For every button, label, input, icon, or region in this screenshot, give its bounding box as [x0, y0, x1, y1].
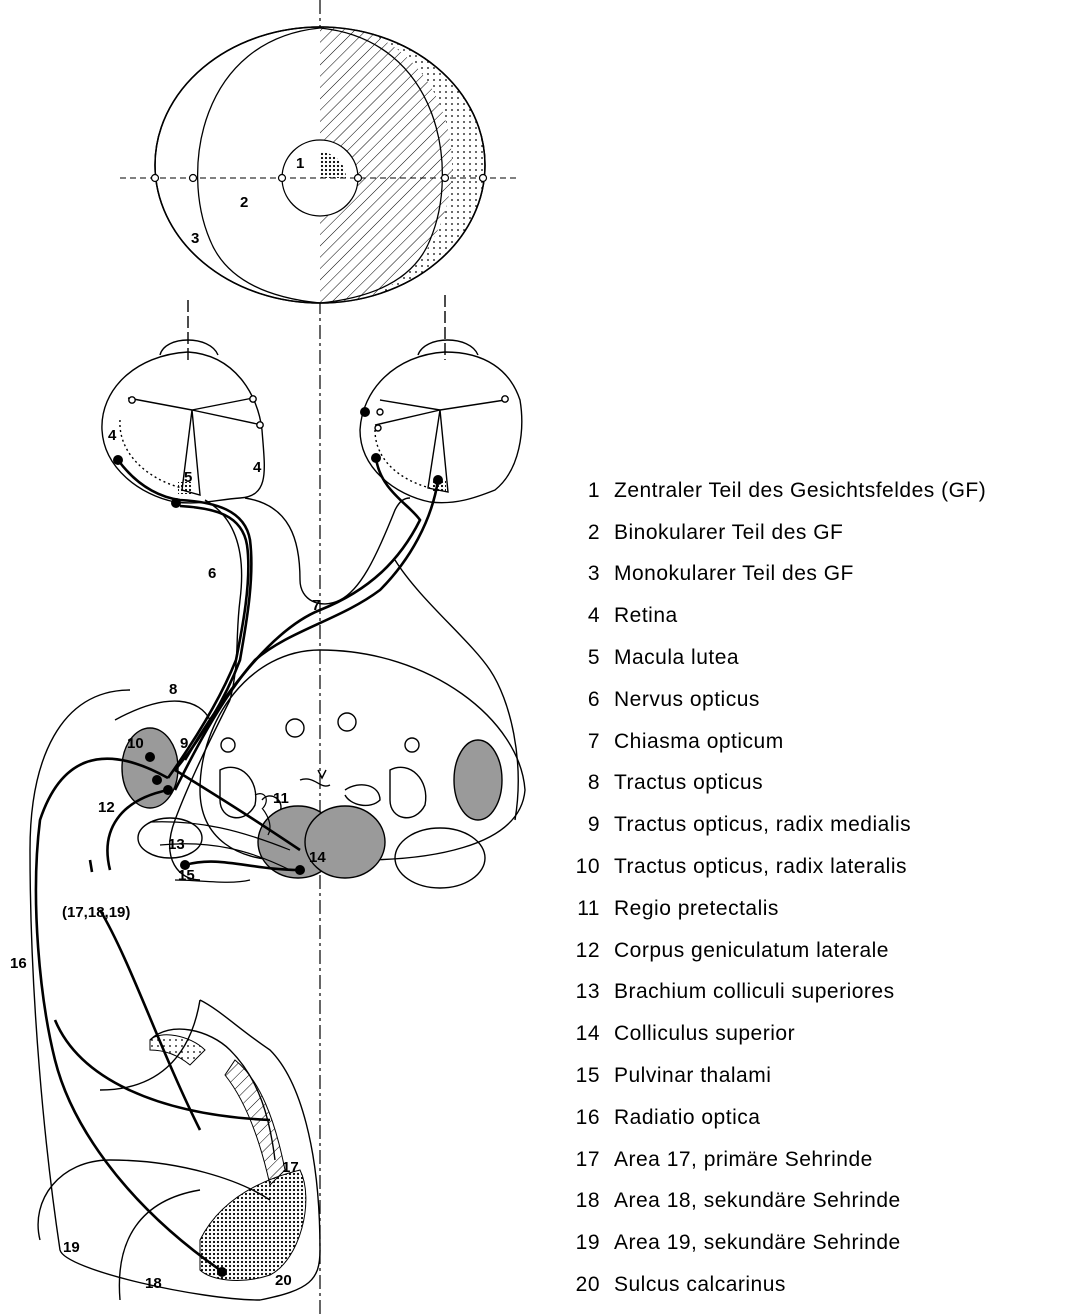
lateral-geniculate-right: [454, 740, 502, 820]
legend-number: 17: [566, 1148, 614, 1172]
label-8: 8: [169, 681, 177, 698]
diagram-labels: 1 2 3 4 4 5 6 7 8 9 10 11 12 13 14 15 (1…: [10, 155, 326, 1292]
optic-fibers: [36, 458, 438, 1270]
label-14: 14: [309, 849, 326, 866]
legend-text: Area 17, primäre Sehrinde: [614, 1148, 873, 1172]
label-4-left: 4: [108, 427, 117, 444]
legend-number: 2: [566, 521, 614, 545]
colliculus-superior-right: [305, 806, 385, 878]
legend-number: 10: [566, 855, 614, 879]
legend-number: 12: [566, 939, 614, 963]
legend-text: Area 19, sekundäre Sehrinde: [614, 1231, 901, 1255]
label-3: 3: [191, 230, 199, 247]
legend-text: Retina: [614, 604, 678, 628]
legend-text: Corpus geniculatum laterale: [614, 939, 889, 963]
legend-number: 13: [566, 980, 614, 1004]
visual-field: [120, 27, 520, 303]
label-13: 13: [168, 836, 185, 853]
legend-number: 19: [566, 1231, 614, 1255]
label-4-right: 4: [253, 459, 262, 476]
label-7: 7: [312, 597, 320, 614]
legend-text: Colliculus superior: [614, 1022, 795, 1046]
legend-number: 8: [566, 771, 614, 795]
label-projection: (17,18,19): [62, 904, 130, 921]
legend-number: 16: [566, 1106, 614, 1130]
legend-number: 18: [566, 1189, 614, 1213]
legend-number: 11: [566, 897, 614, 921]
legend-text: Tractus opticus: [614, 771, 763, 795]
label-6: 6: [208, 565, 216, 582]
legend-text: Area 18, sekundäre Sehrinde: [614, 1189, 901, 1213]
legend-text: Chiasma opticum: [614, 730, 784, 754]
label-17: 17: [282, 1159, 299, 1176]
label-9: 9: [180, 735, 188, 752]
label-18: 18: [145, 1275, 162, 1292]
legend-text: Regio pretectalis: [614, 897, 779, 921]
legend-number: 4: [566, 604, 614, 628]
legend-number: 9: [566, 813, 614, 837]
label-20: 20: [275, 1272, 292, 1289]
legend-text: Brachium colliculi superiores: [614, 980, 895, 1004]
legend-text: Sulcus calcarinus: [614, 1273, 786, 1297]
legend-number: 3: [566, 562, 614, 586]
label-10: 10: [127, 735, 144, 752]
label-1: 1: [296, 155, 304, 172]
legend-number: 20: [566, 1273, 614, 1297]
area-17-lower: [200, 1170, 306, 1280]
label-5: 5: [184, 469, 192, 486]
label-15: 15: [178, 867, 195, 884]
label-11: 11: [273, 790, 289, 807]
visual-pathway-diagram: 1 2 3 4 4 5 6 7 8 9 10 11 12 13 14 15 (1…: [0, 0, 560, 1314]
legend-number: 5: [566, 646, 614, 670]
legend-text: Radiatio optica: [614, 1106, 760, 1130]
legend-number: 15: [566, 1064, 614, 1088]
label-16: 16: [10, 955, 27, 972]
label-12: 12: [98, 799, 115, 816]
legend-text: Monokularer Teil des GF: [614, 562, 854, 586]
legend-number: 14: [566, 1022, 614, 1046]
area-18-hatched: [225, 1060, 285, 1185]
legend-text: Tractus opticus, radix medialis: [614, 813, 911, 837]
legend-text: Nervus opticus: [614, 688, 760, 712]
label-2: 2: [240, 194, 248, 211]
legend-text: Tractus opticus, radix lateralis: [614, 855, 907, 879]
eye-right: [360, 295, 522, 503]
legend-text: Macula lutea: [614, 646, 739, 670]
legend-text: Zentraler Teil des Gesichtsfeldes (GF): [614, 479, 986, 503]
legend-text: Pulvinar thalami: [614, 1064, 771, 1088]
legend-text: Binokularer Teil des GF: [614, 521, 843, 545]
legend-number: 7: [566, 730, 614, 754]
label-19: 19: [63, 1239, 80, 1256]
legend-number: 1: [566, 479, 614, 503]
legend-number: 6: [566, 688, 614, 712]
